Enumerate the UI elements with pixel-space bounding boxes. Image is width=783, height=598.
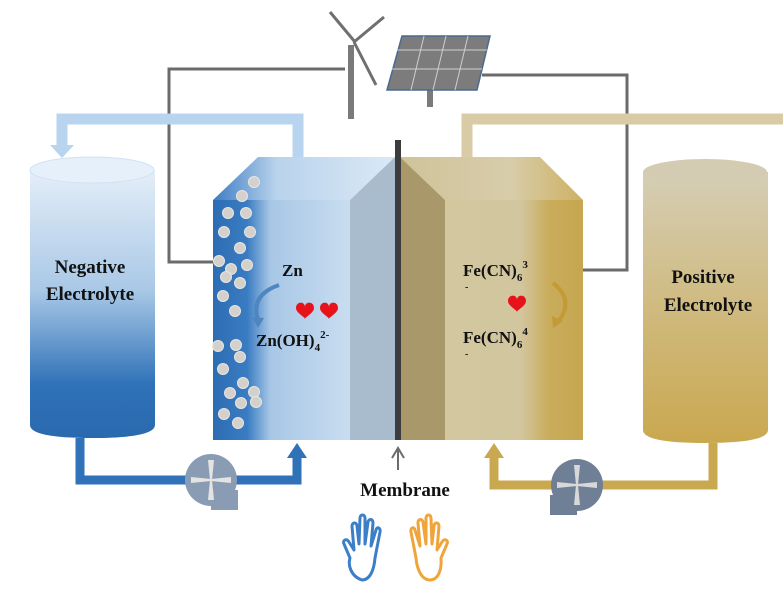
positive-electrolyte-tank: Positive Electrolyte (643, 159, 768, 443)
negative-return-pipe (50, 113, 304, 160)
species-ferricyanide: Fe(CN)63 (463, 259, 528, 284)
zinc-particle (234, 277, 246, 289)
zinc-particle (236, 190, 248, 202)
zinc-particle (217, 290, 229, 302)
negative-tank-label-line1: Negative (55, 257, 126, 278)
pump-icon (185, 454, 238, 510)
wind-turbine-icon (328, 11, 385, 119)
zinc-particle (244, 226, 256, 238)
heart-icon (296, 302, 314, 319)
zinc-particle (218, 408, 230, 420)
reaction-arrow-icon (254, 283, 280, 321)
ferricyanide-charge: - (465, 282, 468, 293)
negative-wire (167, 67, 345, 264)
zinc-particle (232, 417, 244, 429)
negative-tank-label-line2: Electrolyte (46, 284, 134, 305)
positive-tank-label-line2: Electrolyte (664, 295, 752, 316)
species-ferrocyanide: Fe(CN)64 (463, 326, 528, 351)
reaction-arrow-icon (551, 281, 568, 324)
solar-panel-icon (386, 35, 491, 107)
zinc-particle (222, 207, 234, 219)
zinc-particle (230, 339, 242, 351)
zinc-particle (234, 242, 246, 254)
ferrocyanide-charge: - (465, 349, 468, 360)
positive-reaction: Fe(CN)63 - Fe(CN)64 - (463, 259, 568, 360)
external-circuit-wires (167, 67, 629, 272)
positive-tank-label-line1: Positive (671, 267, 734, 288)
zinc-particle (235, 397, 247, 409)
negative-reaction: Zn Zn(OH)42- (252, 261, 330, 354)
heart-icon (320, 302, 338, 319)
zinc-particle (234, 351, 246, 363)
zinc-particle (213, 255, 225, 267)
zinc-particle (220, 271, 232, 283)
membrane-label: Membrane (360, 480, 450, 501)
negative-half-cell (213, 157, 395, 440)
positive-supply-pipe (484, 443, 718, 490)
positive-half-cell (400, 157, 583, 440)
negative-electrolyte-tank: Negative Electrolyte (29, 156, 155, 438)
zinc-particle (241, 259, 253, 271)
zinc-particle (224, 387, 236, 399)
zinc-particle (248, 386, 260, 398)
heart-icon (508, 295, 526, 312)
zinc-particle (248, 176, 260, 188)
blue-hand-icon (342, 513, 382, 582)
zinc-particle (237, 377, 249, 389)
zinc-particle (217, 363, 229, 375)
zinc-particle (240, 207, 252, 219)
pump-icon (550, 459, 603, 515)
positive-return-pipe (461, 113, 783, 160)
orange-hand-icon (409, 513, 449, 582)
zinc-particle (229, 305, 241, 317)
membrane: Membrane (360, 140, 450, 501)
positive-wire (482, 73, 629, 272)
zinc-particle (250, 396, 262, 408)
zinc-particle (218, 226, 230, 238)
species-zn-oh4: Zn(OH)42- (256, 329, 330, 354)
zinc-particles (212, 176, 262, 429)
species-zn: Zn (282, 261, 303, 280)
zinc-particle (212, 340, 224, 352)
